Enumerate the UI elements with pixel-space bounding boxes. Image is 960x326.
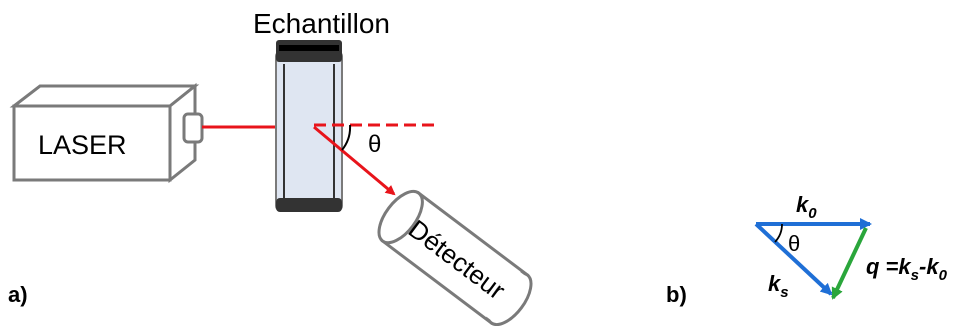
panel-b-label: b) <box>666 282 687 307</box>
q-minus: - <box>919 254 926 279</box>
scattering-angle-arc <box>341 124 352 151</box>
k0-label: k0 <box>796 192 817 222</box>
q-vector <box>831 227 868 300</box>
k0-subscript: 0 <box>808 205 817 222</box>
detector-device: Détecteur <box>377 189 533 326</box>
q-k0-subscript: 0 <box>939 267 948 284</box>
ks-base: k <box>768 271 782 296</box>
q-ks-subscript: s <box>911 267 919 284</box>
sample-cell-cap-rim <box>279 45 339 51</box>
sample-cell: Echantillon <box>253 8 390 212</box>
k0-base: k <box>796 192 810 217</box>
sample-cell-bottom <box>276 198 342 212</box>
sample-cell-body <box>275 51 343 211</box>
vector-angle-arc <box>774 223 783 243</box>
scattering-angle-label: θ <box>368 131 381 158</box>
scattered-beam <box>313 125 396 196</box>
laser-top-face <box>9 84 200 108</box>
ks-subscript: s <box>780 284 788 301</box>
q-ks-base: k <box>898 254 912 279</box>
laser-front-face <box>12 104 172 182</box>
sample-label: Echantillon <box>253 8 390 39</box>
laser-device: LASER <box>9 82 204 184</box>
detector-face <box>377 189 424 245</box>
vector-diagram: θ k0 ks q =ks-k0 <box>754 192 948 301</box>
ks-label: ks <box>768 271 789 301</box>
detector-back-mask <box>479 266 527 322</box>
q-equation: q =ks-k0 <box>866 254 948 284</box>
laser-aperture <box>182 112 204 144</box>
q-k0-base: k <box>926 254 940 279</box>
ks-vector <box>754 222 833 296</box>
q-prefix: q = <box>866 254 899 279</box>
laser-label: LASER <box>38 130 127 160</box>
panel-a-label: a) <box>8 282 28 307</box>
vector-angle-label: θ <box>788 231 800 256</box>
